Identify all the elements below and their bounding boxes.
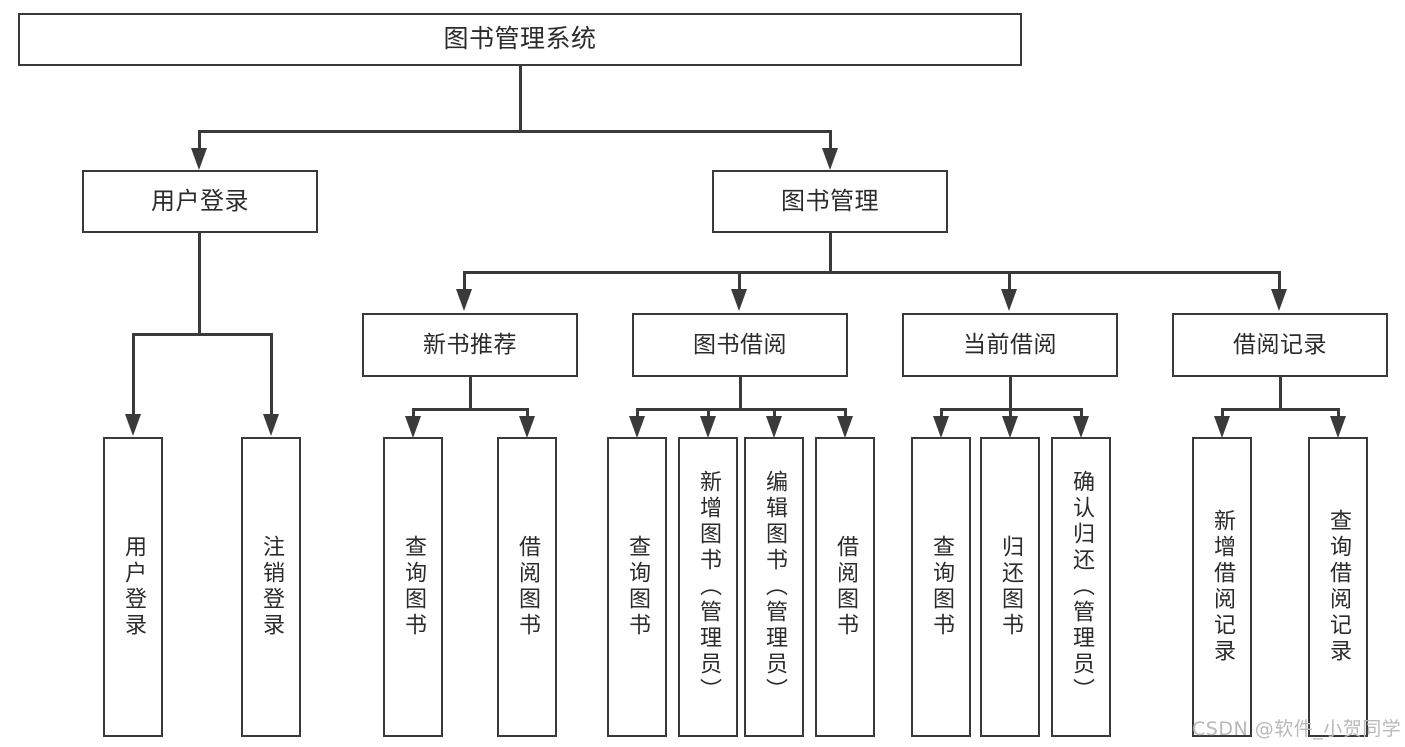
node-label: 归还图书	[998, 535, 1023, 639]
connector-bookmgmt-bar	[463, 271, 1281, 274]
arrowhead-bookborrow-3	[766, 416, 782, 438]
leaf-logout[interactable]: 注销登录	[241, 437, 301, 737]
arrowhead-level2-left	[191, 148, 207, 170]
connector-bookborrow-stem	[739, 377, 742, 410]
arrowhead-bookborrow-1	[629, 416, 645, 438]
connector-newbook-drop-1	[412, 408, 415, 422]
arrowhead-currentborrow-2	[1002, 416, 1018, 438]
connector-userlogin-bar	[132, 333, 272, 336]
connector-bookmgmt-stem	[829, 233, 832, 273]
leaf-add-book-admin[interactable]: 新增图书（管理员）	[678, 437, 738, 737]
arrowhead-bookborrow-4	[837, 416, 853, 438]
leaf-query-book-current[interactable]: 查询图书	[911, 437, 971, 737]
node-label: 图书管理	[781, 186, 879, 215]
arrowhead-bookborrow-2	[700, 416, 716, 438]
leaf-borrow-book-recommend[interactable]: 借阅图书	[497, 437, 557, 737]
node-label: 新书推荐	[423, 331, 517, 358]
connector-borrowrecord-stem	[1279, 377, 1282, 410]
node-root-system[interactable]: 图书管理系统	[18, 13, 1022, 66]
connector-borrowrecord-drop-1	[1221, 408, 1224, 422]
node-user-login[interactable]: 用户登录	[82, 170, 318, 233]
node-label: 借阅图书	[515, 535, 540, 639]
connector-currentborrow-drop-3	[1080, 408, 1083, 422]
connector-level2-left-drop	[198, 130, 201, 152]
node-label: 图书管理系统	[443, 24, 597, 54]
connector-newbook-stem	[469, 377, 472, 410]
connector-currentborrow-drop-2	[1009, 408, 1012, 422]
arrowhead-currentborrow-1	[933, 416, 949, 438]
connector-userlogin-stem	[198, 233, 201, 335]
node-borrow-record[interactable]: 借阅记录	[1172, 313, 1388, 377]
leaf-query-borrow-record[interactable]: 查询借阅记录	[1308, 437, 1368, 737]
node-label: 查询图书	[401, 535, 426, 639]
connector-root-stem	[519, 66, 522, 132]
arrowhead-borrowrecord-2	[1330, 416, 1346, 438]
node-label: 图书借阅	[693, 331, 787, 358]
node-label: 用户登录	[151, 186, 249, 215]
connector-bookborrow-bar	[636, 408, 846, 411]
node-label: 当前借阅	[963, 331, 1057, 358]
arrowhead-userlogin-1	[125, 414, 141, 436]
arrowhead-level2-right	[822, 148, 838, 170]
node-current-borrow[interactable]: 当前借阅	[902, 313, 1118, 377]
arrowhead-borrowrecord-1	[1214, 416, 1230, 438]
arrowhead-bookmgmt-1	[456, 289, 472, 311]
node-label: 新增借阅记录	[1210, 509, 1235, 665]
connector-currentborrow-drop-1	[940, 408, 943, 422]
leaf-query-book-borrow[interactable]: 查询图书	[607, 437, 667, 737]
node-label: 借阅图书	[833, 535, 858, 639]
connector-bookborrow-drop-2	[707, 408, 710, 422]
node-book-management[interactable]: 图书管理	[712, 170, 948, 233]
arrowhead-bookmgmt-3	[1001, 289, 1017, 311]
leaf-user-login[interactable]: 用户登录	[103, 437, 163, 737]
connector-userlogin-drop-1	[132, 333, 135, 417]
arrowhead-newbook-2	[519, 416, 535, 438]
connector-bookborrow-drop-3	[773, 408, 776, 422]
node-label: 用户登录	[121, 535, 146, 639]
leaf-edit-book-admin[interactable]: 编辑图书（管理员）	[744, 437, 804, 737]
arrowhead-bookmgmt-2	[731, 289, 747, 311]
node-label: 新增图书（管理员）	[696, 470, 721, 704]
connector-borrowrecord-bar	[1221, 408, 1339, 411]
connector-bookmgmt-drop-2	[738, 271, 741, 293]
connector-bookborrow-drop-4	[844, 408, 847, 422]
node-book-borrow[interactable]: 图书借阅	[632, 313, 848, 377]
node-new-book-recommend[interactable]: 新书推荐	[362, 313, 578, 377]
node-label: 查询借阅记录	[1326, 509, 1351, 665]
connector-level2-right-drop	[829, 130, 832, 152]
connector-newbook-bar	[412, 408, 528, 411]
connector-bookmgmt-drop-1	[463, 271, 466, 293]
node-label: 借阅记录	[1233, 331, 1327, 358]
arrowhead-newbook-1	[405, 416, 421, 438]
connector-bookborrow-drop-1	[636, 408, 639, 422]
node-label: 查询图书	[625, 535, 650, 639]
connector-userlogin-drop-2	[270, 333, 273, 417]
arrowhead-userlogin-2	[263, 414, 279, 436]
node-label: 编辑图书（管理员）	[762, 470, 787, 704]
csdn-watermark: CSDN @软件_小贺同学	[1192, 718, 1402, 740]
node-label: 查询图书	[929, 535, 954, 639]
node-label: 注销登录	[259, 535, 284, 639]
connector-currentborrow-stem	[1009, 377, 1012, 410]
connector-newbook-drop-2	[526, 408, 529, 422]
leaf-add-borrow-record[interactable]: 新增借阅记录	[1192, 437, 1252, 737]
connector-bookmgmt-drop-4	[1278, 271, 1281, 293]
connector-bookmgmt-drop-3	[1008, 271, 1011, 293]
leaf-borrow-book[interactable]: 借阅图书	[815, 437, 875, 737]
arrowhead-currentborrow-3	[1073, 416, 1089, 438]
leaf-query-book-recommend[interactable]: 查询图书	[383, 437, 443, 737]
arrowhead-bookmgmt-4	[1271, 289, 1287, 311]
node-label: 确认归还（管理员）	[1069, 470, 1094, 704]
connector-borrowrecord-drop-2	[1337, 408, 1340, 422]
connector-level2-bar	[198, 130, 832, 133]
leaf-confirm-return-admin[interactable]: 确认归还（管理员）	[1051, 437, 1111, 737]
leaf-return-book[interactable]: 归还图书	[980, 437, 1040, 737]
